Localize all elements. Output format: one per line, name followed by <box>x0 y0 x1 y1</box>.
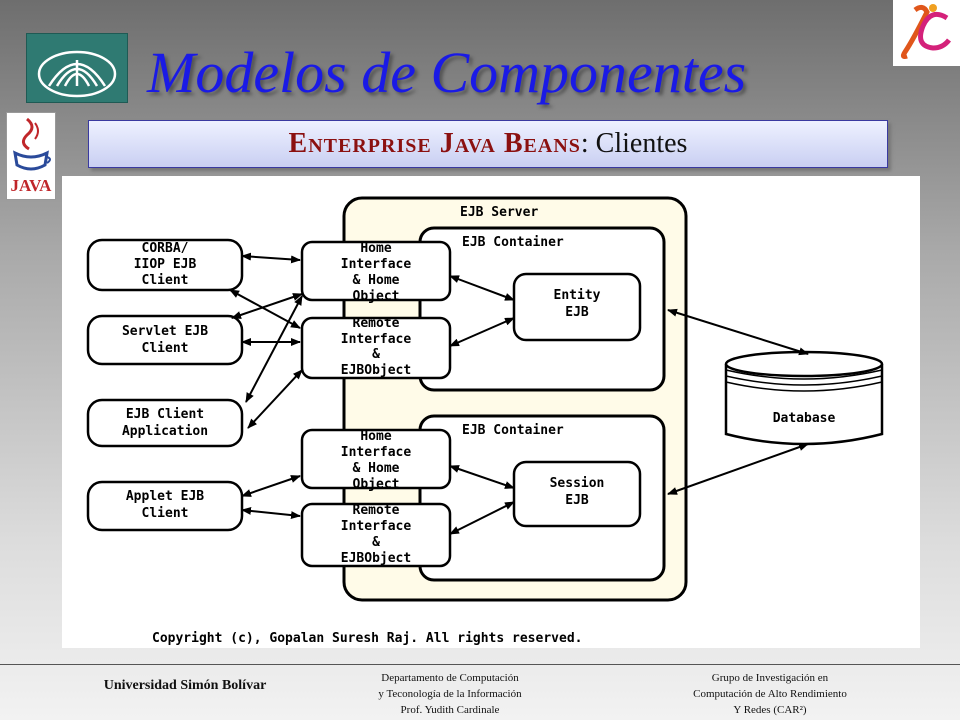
footer-group-line-1: Computación de Alto Rendimiento <box>693 688 847 700</box>
client-1-line-1: Client <box>142 341 189 356</box>
footer-group: Grupo de Investigación en Computación de… <box>650 670 890 718</box>
entity-ejb-line-1: EJB <box>565 305 589 320</box>
page-title: Modelos de Componentes <box>147 40 747 105</box>
interface-3-line-3: EJBObject <box>341 551 411 566</box>
arrows <box>229 252 809 535</box>
interface-0-line-3: Object <box>353 289 400 304</box>
java-logo: JAVA <box>6 112 56 200</box>
interface-1-line-0: Remote <box>353 316 400 331</box>
interface-box-0 <box>300 240 452 302</box>
interface-0-line-1: Interface <box>341 257 412 272</box>
client-2-line-0: EJB Client <box>126 407 204 422</box>
session-ejb-box <box>512 460 642 528</box>
subtitle-rest: : Clientes <box>580 128 688 159</box>
interface-1-line-3: EJBObject <box>341 363 411 378</box>
footer-group-line-2: Y Redes (CAR²) <box>733 704 807 716</box>
client-0-line-0: CORBA/ <box>142 241 189 256</box>
footer-university: Universidad Simón Bolívar <box>103 678 267 693</box>
subtitle: Enterprise Java Beans: Clientes <box>88 120 888 168</box>
footer-dept-line-2: Prof. Yudith Cardinale <box>400 704 500 716</box>
footer-dept-line-1: y Teconología de la Información <box>378 688 522 700</box>
database-label: Database <box>773 411 836 426</box>
footer-group-line-0: Grupo de Investigación en <box>711 672 829 684</box>
client-0-line-1: IIOP EJB <box>134 257 197 272</box>
interface-0-line-2: & Home <box>353 273 400 288</box>
client-box-3 <box>86 480 244 532</box>
interface-1-line-1: Interface <box>341 332 412 347</box>
ejb-container-2-label: EJB Container <box>462 423 564 438</box>
client-3-line-0: Applet EJB <box>126 489 204 504</box>
client-2-line-1: Application <box>122 424 208 439</box>
interface-2-line-2: & Home <box>353 461 400 476</box>
usb-logo <box>26 33 128 103</box>
subtitle-strong: Enterprise Java Beans <box>288 128 581 159</box>
client-box-2 <box>86 398 244 448</box>
database-cylinder <box>724 350 884 446</box>
session-ejb-line-1: EJB <box>565 493 589 508</box>
interface-2-line-1: Interface <box>341 445 412 460</box>
client-3-line-1: Client <box>142 506 189 521</box>
ejb-container-1-label: EJB Container <box>462 235 564 250</box>
interface-0-line-0: Home <box>360 241 391 256</box>
client-box-0 <box>86 238 244 292</box>
footer-dept-line-0: Departamento de Computación <box>381 672 519 684</box>
ejb-diagram: EJB Server EJB Container EJB Container E… <box>62 176 920 648</box>
java-logo-text: JAVA <box>11 176 53 195</box>
copyright-text: Copyright (c), Gopalan Suresh Raj. All r… <box>152 631 582 646</box>
interface-3-line-0: Remote <box>353 503 400 518</box>
footer-department: Departamento de Computación y Teconologí… <box>330 670 570 718</box>
footer-divider <box>0 664 960 665</box>
entity-ejb-line-0: Entity <box>554 288 601 303</box>
interface-1-line-2: & <box>372 347 380 362</box>
jc-logo <box>893 0 960 66</box>
interface-box-2 <box>300 428 452 490</box>
interface-3-line-1: Interface <box>341 519 412 534</box>
client-0-line-2: Client <box>142 273 189 288</box>
client-1-line-0: Servlet EJB <box>122 324 208 339</box>
interface-2-line-0: Home <box>360 429 391 444</box>
entity-ejb-box <box>512 272 642 342</box>
interface-2-line-3: Object <box>353 477 400 492</box>
ejb-server-label: EJB Server <box>460 205 538 220</box>
interface-3-line-2: & <box>372 535 380 550</box>
session-ejb-line-0: Session <box>550 476 605 491</box>
interface-box-3 <box>300 502 452 568</box>
